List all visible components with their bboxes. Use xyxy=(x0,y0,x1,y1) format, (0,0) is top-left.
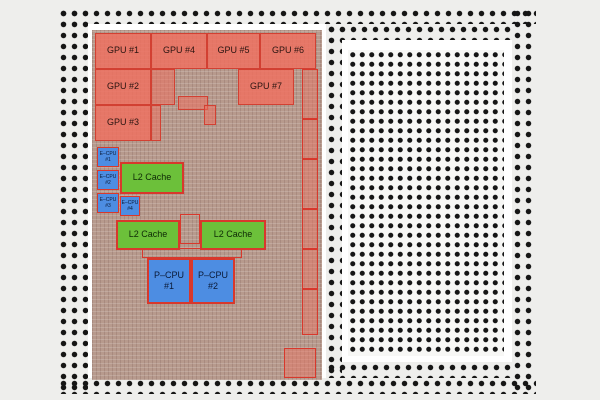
pcpu-core-2-label-line2: #2 xyxy=(207,281,218,291)
gpu-core-1-label: GPU #1 xyxy=(106,45,139,56)
ecpu-core-4-label-line2: #4 xyxy=(127,206,133,212)
ecpu-core-2-label-line2: #2 xyxy=(105,180,111,186)
io-pad-1 xyxy=(302,69,318,119)
gpu-core-1: GPU #1 xyxy=(95,33,151,69)
ecpu-core-1-label: E–CPU#1 xyxy=(100,151,117,163)
gpu-core-2: GPU #2 xyxy=(95,69,151,105)
l2-cache-performance-2: L2 Cache xyxy=(200,220,266,250)
pcpu-core-1-label-line2: #1 xyxy=(163,281,174,291)
gpu-core-3: GPU #3 xyxy=(95,105,151,141)
ecpu-core-3-label-line1: E–CPU xyxy=(99,197,117,203)
ecpu-core-4: E–CPU#4 xyxy=(120,196,140,216)
l2-cache-efficiency-label: L2 Cache xyxy=(132,172,172,183)
io-pad-corner xyxy=(284,348,316,378)
gpu-core-6: GPU #6 xyxy=(260,33,316,69)
solder-balls-top xyxy=(58,8,536,24)
io-pad-6 xyxy=(302,289,318,335)
pcpu-core-2: P–CPU#2 xyxy=(191,258,235,304)
solder-balls-inner-bottom xyxy=(326,362,512,378)
l2-cache-performance-1: L2 Cache xyxy=(116,220,180,250)
io-pad-3 xyxy=(302,159,318,209)
ecpu-core-1: E–CPU#1 xyxy=(97,147,119,167)
pcpu-core-1-label: P–CPU#1 xyxy=(154,270,184,293)
gpu-core-7-label: GPU #7 xyxy=(249,81,282,92)
l2-cache-performance-2-label: L2 Cache xyxy=(213,229,253,240)
gpu-core-6-label: GPU #6 xyxy=(271,45,304,56)
gpu-core-4: GPU #4 xyxy=(151,33,207,69)
ecpu-core-3-label: E–CPU#3 xyxy=(100,197,117,209)
pcpu-core-2-label-line1: P–CPU xyxy=(197,269,228,280)
gpu-core-7: GPU #7 xyxy=(238,69,294,105)
gpu-core-5-label: GPU #5 xyxy=(217,45,250,56)
solder-balls-inner-grid xyxy=(348,50,504,356)
gpu-core-4-label: GPU #4 xyxy=(162,45,195,56)
solder-balls-bottom xyxy=(58,378,536,394)
gpu-notch xyxy=(178,96,208,110)
solder-balls-left xyxy=(58,8,88,392)
ecpu-core-4-label: E–CPU#4 xyxy=(122,200,139,212)
l2-cache-performance-1-label: L2 Cache xyxy=(128,229,168,240)
ecpu-core-2: E–CPU#2 xyxy=(97,170,119,190)
ecpu-core-2-label: E–CPU#2 xyxy=(100,174,117,186)
io-pad-2 xyxy=(302,119,318,159)
pcpu-core-1-label-line1: P–CPU xyxy=(153,269,184,280)
ecpu-core-2-label-line1: E–CPU xyxy=(99,174,117,180)
pcpu-core-2-label: P–CPU#2 xyxy=(198,270,228,293)
pcpu-core-1: P–CPU#1 xyxy=(147,258,191,304)
io-pad-5 xyxy=(302,249,318,289)
gpu-region-edge-2 xyxy=(151,105,161,141)
solder-balls-right xyxy=(512,8,536,392)
ecpu-core-1-label-line2: #1 xyxy=(105,157,111,163)
gpu-core-5: GPU #5 xyxy=(207,33,260,69)
io-pad-4 xyxy=(302,209,318,249)
gpu-notch-step xyxy=(204,105,216,125)
solder-balls-inner-top xyxy=(326,24,512,40)
solder-balls-inner-left xyxy=(326,24,342,378)
gpu-core-3-label: GPU #3 xyxy=(106,117,139,128)
cpu-cluster-outline xyxy=(142,248,242,258)
gpu-core-2-label: GPU #2 xyxy=(106,81,139,92)
gpu-region-edge xyxy=(151,69,175,105)
soc-die: GPU #1 GPU #4 GPU #5 GPU #6 GPU #2 GPU #… xyxy=(92,30,322,380)
ecpu-core-1-label-line1: E–CPU xyxy=(99,151,117,157)
ecpu-core-3-label-line2: #3 xyxy=(105,203,111,209)
ecpu-core-4-label-line1: E–CPU xyxy=(121,200,139,206)
l2-cache-efficiency: L2 Cache xyxy=(120,162,184,194)
cache-cluster-outline xyxy=(180,214,200,244)
ecpu-core-3: E–CPU#3 xyxy=(97,193,119,213)
